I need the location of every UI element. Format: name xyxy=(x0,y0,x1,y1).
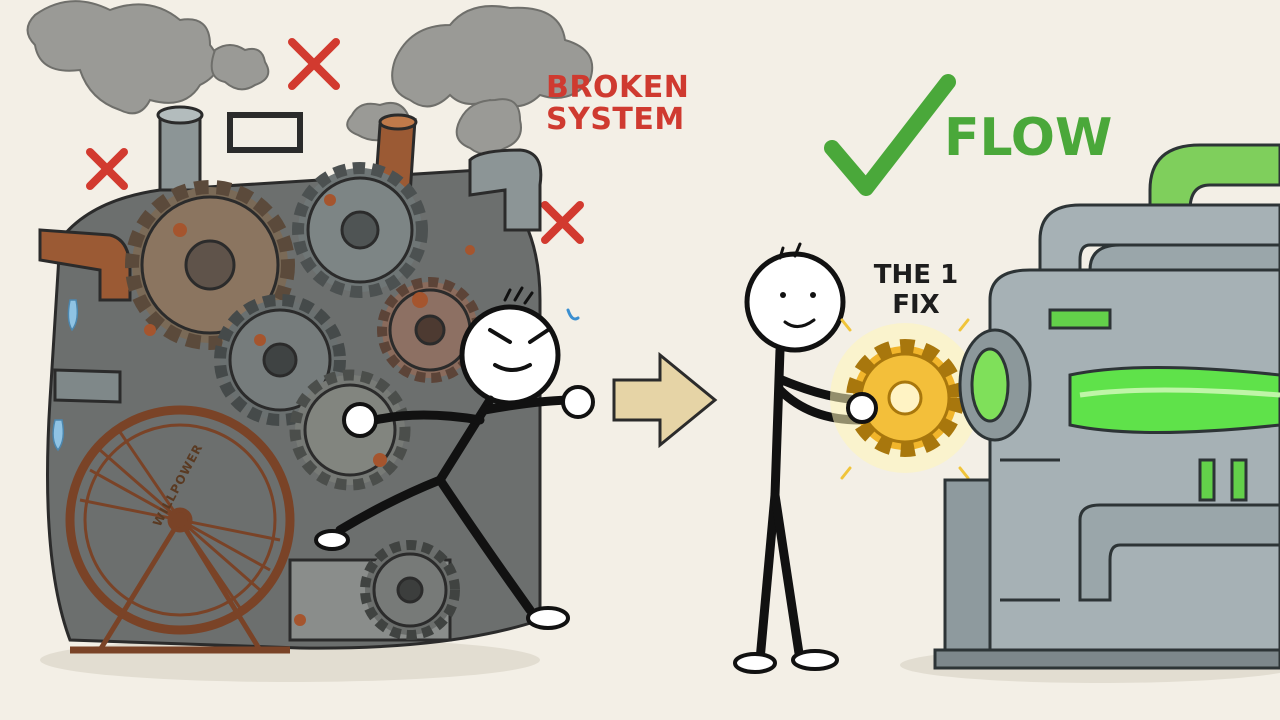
calm-figure xyxy=(733,242,870,674)
fix-label-line2: FIX xyxy=(892,290,940,320)
broken-label-line2: SYSTEM xyxy=(546,102,685,137)
fix-label-line1: THE 1 xyxy=(873,260,959,290)
arrow-right-icon xyxy=(612,351,718,449)
the-1-fix-label: THE 1 FIX xyxy=(862,260,970,320)
flow-label: FLOW xyxy=(944,108,1113,168)
broken-system-label: BROKEN SYSTEM xyxy=(546,72,689,136)
smooth-machine xyxy=(933,143,1280,670)
hamster-wheel xyxy=(65,405,295,654)
cross-mark-icon xyxy=(86,38,584,244)
smoke-clouds xyxy=(26,0,594,155)
stressed-running-figure xyxy=(314,286,595,630)
check-mark-icon xyxy=(824,74,956,196)
broken-label-line1: BROKEN xyxy=(546,70,690,105)
gear-icon xyxy=(830,318,992,480)
